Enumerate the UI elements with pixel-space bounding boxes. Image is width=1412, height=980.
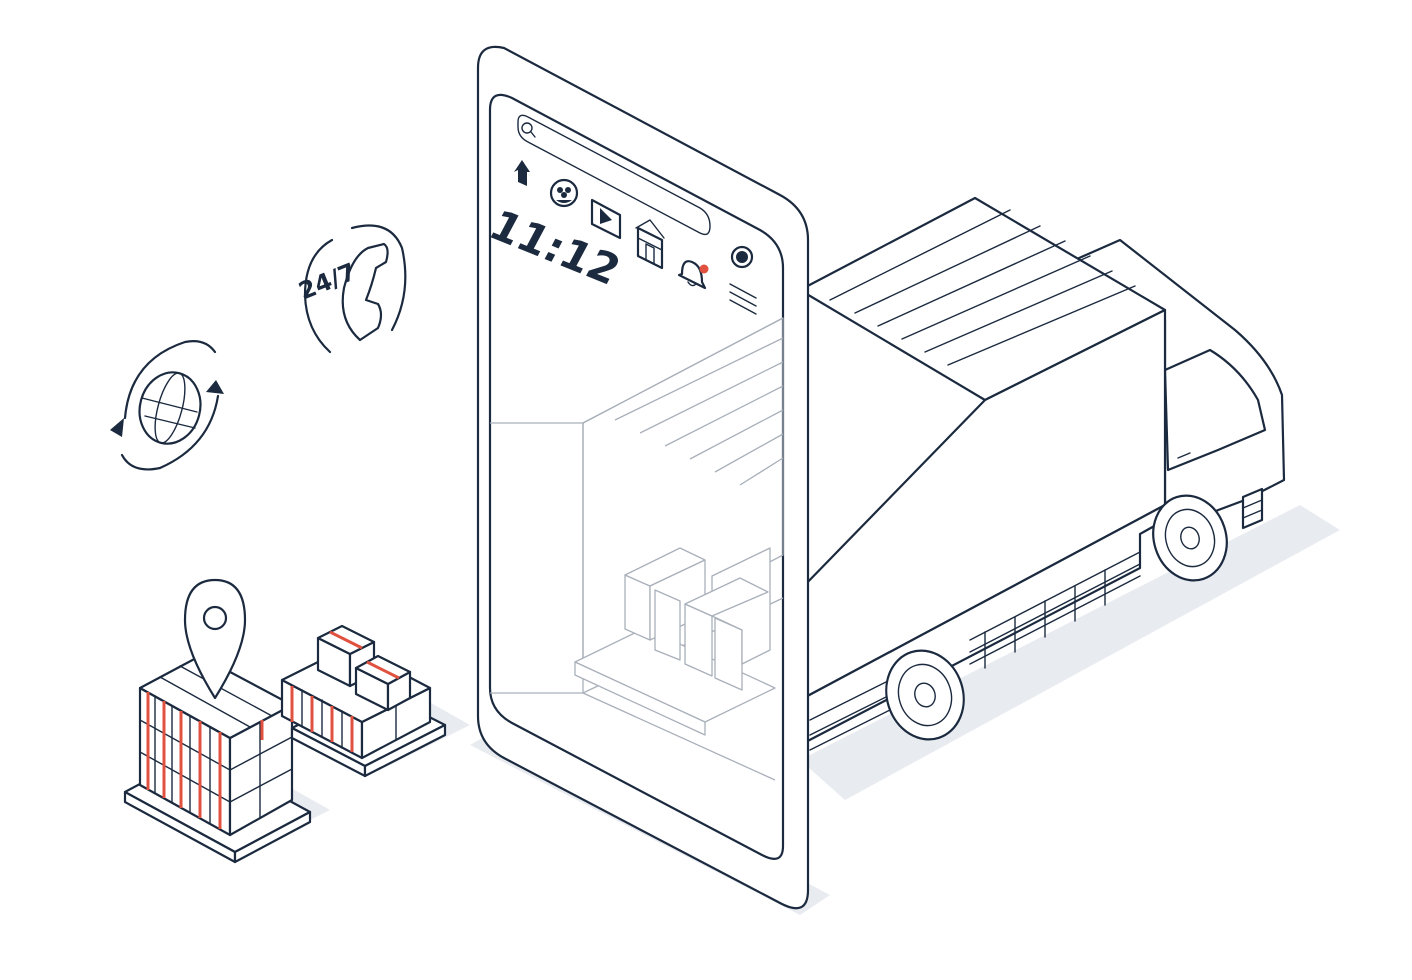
bell-icon[interactable] bbox=[677, 260, 709, 290]
search-icon bbox=[521, 122, 536, 138]
support-label: 24/7 bbox=[295, 258, 360, 306]
location-pin-icon bbox=[183, 578, 247, 700]
truck-wheel-rear bbox=[885, 649, 965, 741]
smartphone: 11:12 bbox=[476, 45, 810, 910]
delivery-truck bbox=[798, 196, 1286, 751]
search-bar[interactable] bbox=[517, 114, 711, 236]
truck-door-handle bbox=[1177, 452, 1191, 459]
phone-handset-icon bbox=[341, 242, 389, 342]
globe-sync-icon bbox=[110, 340, 224, 471]
truck-wheel-front bbox=[1152, 494, 1228, 582]
support-arc-right bbox=[350, 224, 407, 332]
cargo-roof-ribs bbox=[829, 209, 1136, 366]
side-guard-rails bbox=[809, 551, 1141, 751]
play-icon[interactable] bbox=[590, 198, 622, 240]
record-icon[interactable] bbox=[730, 245, 754, 269]
pallet-left bbox=[123, 578, 312, 864]
interior-boxes bbox=[574, 547, 776, 736]
notification-dot bbox=[699, 264, 709, 274]
truck-windshield bbox=[1163, 348, 1267, 472]
users-icon[interactable] bbox=[549, 178, 579, 208]
home-icon[interactable] bbox=[514, 160, 530, 186]
tape-stripes bbox=[146, 692, 264, 829]
interior-ribs bbox=[614, 337, 784, 486]
support-arc-left bbox=[303, 238, 334, 354]
support-24-7: 24/7 bbox=[295, 224, 407, 354]
truck-step bbox=[1241, 487, 1264, 530]
cargo-interior bbox=[490, 317, 784, 736]
store-icon[interactable] bbox=[635, 219, 665, 270]
pallet-right bbox=[280, 624, 447, 778]
menu-icon[interactable] bbox=[729, 283, 757, 315]
